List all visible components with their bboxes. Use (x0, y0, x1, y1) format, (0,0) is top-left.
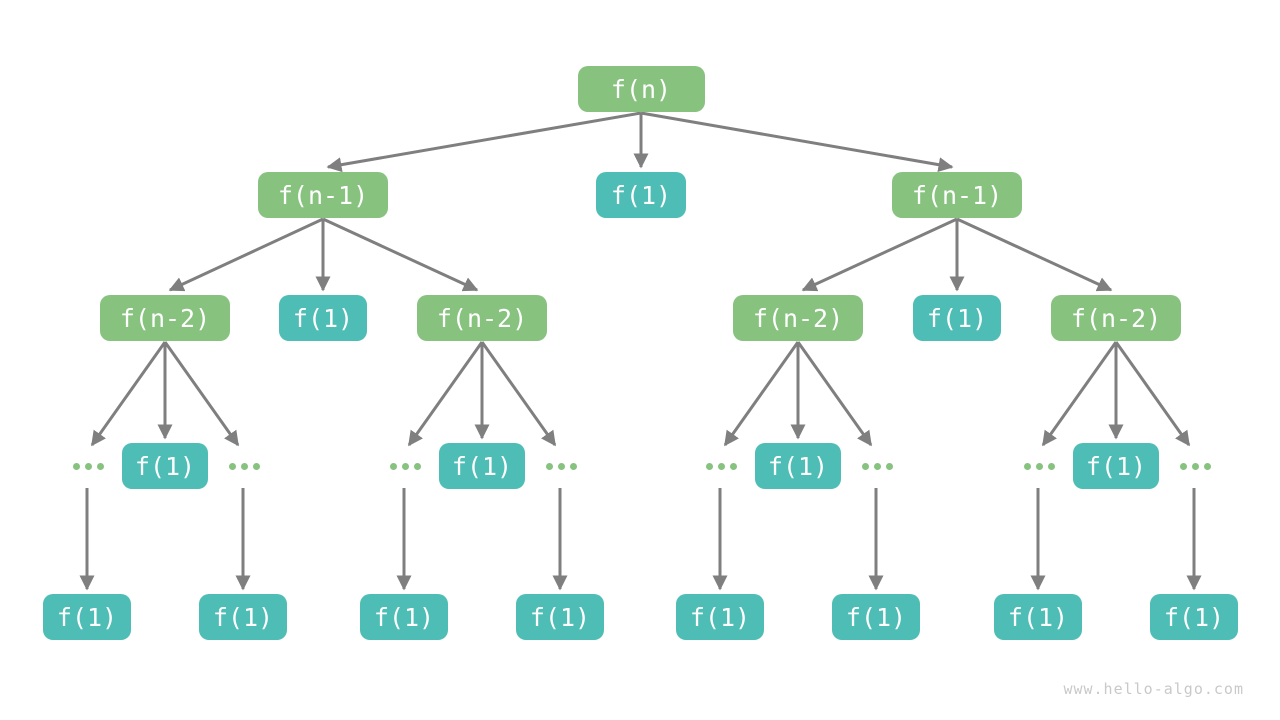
edge-c4-d3L (723, 341, 800, 447)
tree-node-e6: f(1) (832, 594, 920, 640)
node-label: f(1) (1163, 602, 1225, 632)
ellipsis-d3L (705, 462, 737, 470)
ellipsis-dot (1023, 462, 1031, 470)
ellipsis-dot (72, 462, 80, 470)
node-label: f(1) (689, 602, 751, 632)
ellipsis-dot (569, 462, 577, 470)
ellipsis-dot (873, 462, 881, 470)
node-label: f(n-2) (119, 303, 211, 333)
tree-node-e7: f(1) (994, 594, 1082, 640)
edge-a1-c1 (168, 217, 324, 292)
ellipsis-dot (705, 462, 713, 470)
node-label: f(1) (926, 303, 988, 333)
node-label: f(n-1) (911, 180, 1003, 210)
edge-c4-d3R (796, 341, 873, 447)
edge-c1-d1R (163, 341, 240, 447)
edge-r-a1 (326, 111, 642, 173)
ellipsis-d1L (72, 462, 104, 470)
tree-node-a1: f(n-1) (258, 172, 388, 218)
tree-node-b1: f(1) (596, 172, 686, 218)
ellipsis-dot (413, 462, 421, 470)
tree-node-e5: f(1) (676, 594, 764, 640)
node-label: f(1) (134, 451, 196, 481)
node-label: f(1) (529, 602, 591, 632)
tree-node-c1: f(n-2) (100, 295, 230, 341)
ellipsis-dot (240, 462, 248, 470)
node-label: f(n-2) (752, 303, 844, 333)
ellipsis-dot (1191, 462, 1199, 470)
tree-node-e4: f(1) (516, 594, 604, 640)
ellipsis-dot (1035, 462, 1043, 470)
edge-r-a2 (640, 111, 954, 173)
edge-c3-d2L (407, 341, 484, 447)
watermark: www.hello-algo.com (1063, 680, 1244, 698)
ellipsis-dot (557, 462, 565, 470)
edge-c3-d2R (480, 341, 557, 447)
node-label: f(n-2) (1070, 303, 1162, 333)
node-label: f(n-2) (436, 303, 528, 333)
node-label: f(1) (610, 180, 672, 210)
edge-a2-c4 (801, 217, 958, 292)
tree-node-d4: f(1) (1073, 443, 1159, 489)
ellipsis-dot (545, 462, 553, 470)
ellipsis-dot (84, 462, 92, 470)
node-label: f(n) (610, 74, 672, 104)
ellipsis-d2L (389, 462, 421, 470)
ellipsis-dot (389, 462, 397, 470)
node-label: f(1) (1085, 451, 1147, 481)
ellipsis-d4L (1023, 462, 1055, 470)
ellipsis-d4R (1179, 462, 1211, 470)
ellipsis-dot (252, 462, 260, 470)
ellipsis-d1R (228, 462, 260, 470)
tree-node-a2: f(n-1) (892, 172, 1022, 218)
node-label: f(1) (212, 602, 274, 632)
tree-node-d1: f(1) (122, 443, 208, 489)
tree-node-c4: f(n-2) (733, 295, 863, 341)
ellipsis-dot (861, 462, 869, 470)
node-label: f(1) (373, 602, 435, 632)
edge-c6-d4R (1114, 341, 1191, 447)
node-label: f(1) (845, 602, 907, 632)
edge-a2-c6 (956, 217, 1113, 292)
edge-c6-d4L (1041, 341, 1118, 447)
ellipsis-d3R (861, 462, 893, 470)
node-label: f(1) (56, 602, 118, 632)
tree-node-c5: f(1) (913, 295, 1001, 341)
ellipsis-dot (729, 462, 737, 470)
tree-node-c6: f(n-2) (1051, 295, 1181, 341)
tree-node-d3: f(1) (755, 443, 841, 489)
tree-node-r: f(n) (577, 66, 705, 112)
ellipsis-dot (885, 462, 893, 470)
tree-node-e2: f(1) (199, 594, 287, 640)
tree-node-e8: f(1) (1150, 594, 1238, 640)
ellipsis-dot (228, 462, 236, 470)
node-label: f(1) (451, 451, 513, 481)
edge-c1-d1L (90, 341, 167, 447)
tree-node-c3: f(n-2) (417, 295, 547, 341)
edge-a1-c3 (322, 217, 479, 292)
ellipsis-d2R (545, 462, 577, 470)
tree-node-d2: f(1) (439, 443, 525, 489)
tree-node-e3: f(1) (360, 594, 448, 640)
tree-node-e1: f(1) (43, 594, 131, 640)
ellipsis-dot (1203, 462, 1211, 470)
node-label: f(1) (767, 451, 829, 481)
ellipsis-dot (1047, 462, 1055, 470)
ellipsis-dot (401, 462, 409, 470)
ellipsis-dot (717, 462, 725, 470)
ellipsis-dot (96, 462, 104, 470)
ellipsis-dot (1179, 462, 1187, 470)
node-label: f(n-1) (277, 180, 369, 210)
tree-node-c2: f(1) (279, 295, 367, 341)
node-label: f(1) (1007, 602, 1069, 632)
node-label: f(1) (292, 303, 354, 333)
